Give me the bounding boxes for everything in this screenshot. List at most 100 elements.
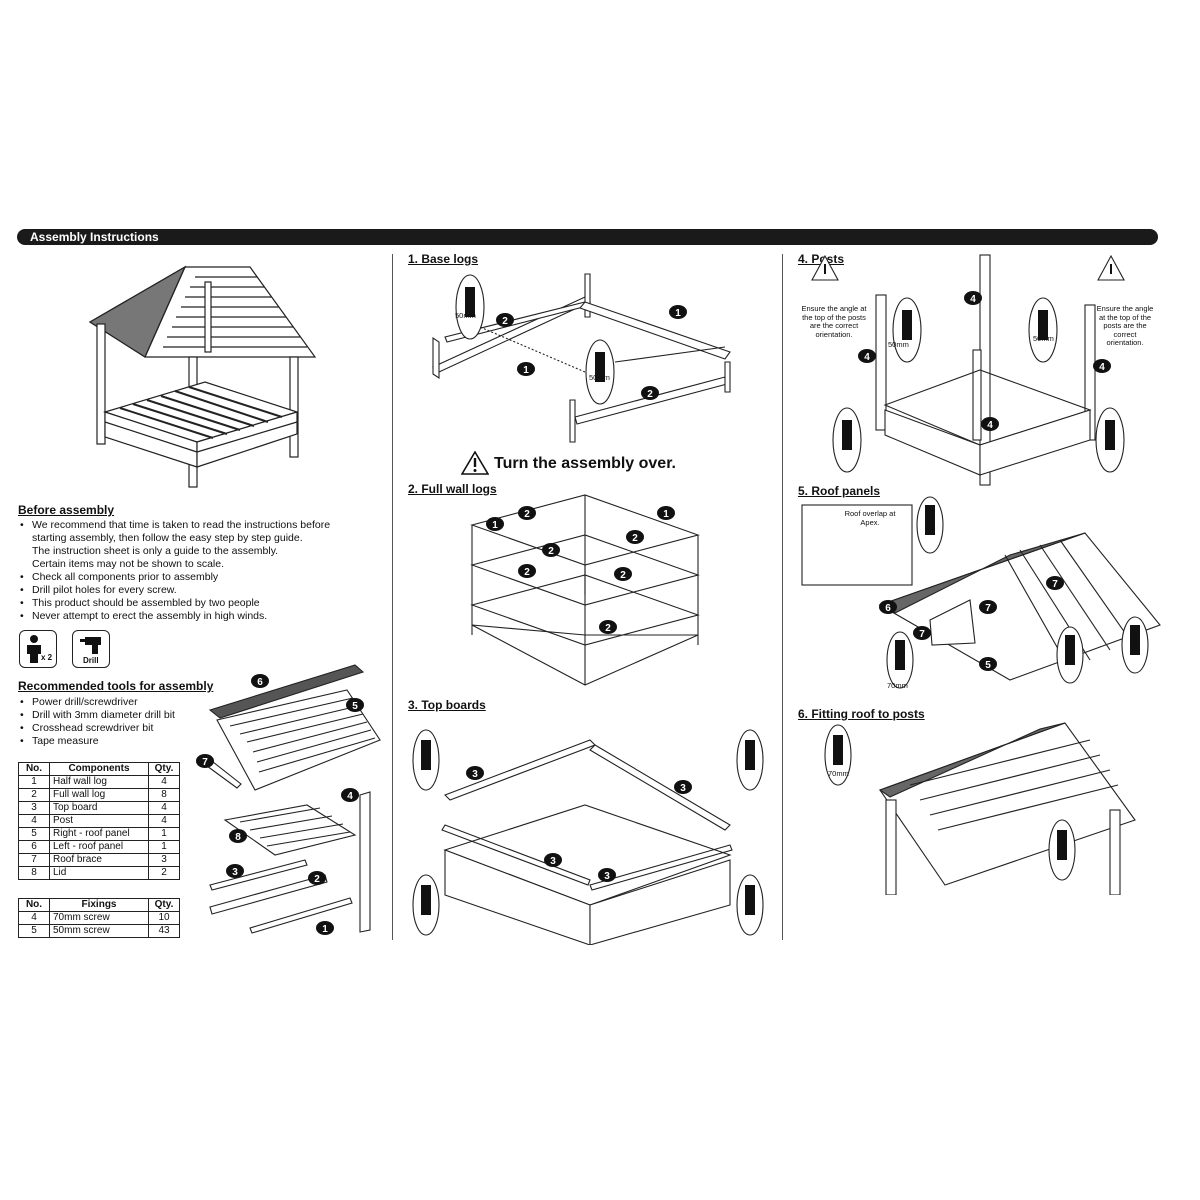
svg-text:2: 2 — [524, 567, 530, 578]
screw-label: 70mm — [828, 769, 849, 778]
svg-text:2: 2 — [620, 570, 626, 581]
step-3-illustration — [412, 729, 764, 945]
drill-label: Drill — [83, 656, 99, 665]
part-marker-2: 2 — [518, 506, 536, 520]
warning-triangle-icon — [461, 451, 489, 475]
svg-text:4: 4 — [347, 791, 353, 802]
step-6-title: 6. Fitting roof to posts — [798, 707, 925, 721]
svg-text:4: 4 — [987, 420, 993, 431]
svg-text:6: 6 — [885, 603, 891, 614]
part-marker-2: 2 — [308, 871, 326, 885]
roof-overlap-note: Roof overlap at Apex. — [844, 509, 896, 527]
svg-text:7: 7 — [985, 603, 991, 614]
part-marker-4: 4 — [858, 349, 876, 363]
part-marker-3: 3 — [598, 868, 616, 882]
step-1-illustration — [431, 273, 731, 443]
svg-text:3: 3 — [232, 867, 238, 878]
part-marker-2: 2 — [626, 530, 644, 544]
part-marker-1: 1 — [669, 305, 687, 319]
part-marker-7: 7 — [979, 600, 997, 614]
list-item: Never attempt to erect the assembly in h… — [18, 610, 378, 623]
svg-text:2: 2 — [314, 874, 320, 885]
svg-text:3: 3 — [604, 871, 610, 882]
part-marker-7: 7 — [1046, 576, 1064, 590]
parts-exploded-illustration — [206, 664, 381, 934]
before-assembly-title: Before assembly — [18, 503, 115, 517]
warning-message: Turn the assembly over. — [494, 455, 676, 472]
svg-text:4: 4 — [864, 352, 870, 363]
column-divider-1 — [392, 254, 393, 940]
part-marker-3: 3 — [226, 864, 244, 878]
list-item: Drill pilot holes for every screw. — [18, 584, 378, 597]
list-item: Crosshead screwdriver bit — [18, 722, 218, 735]
svg-text:1: 1 — [523, 365, 529, 376]
part-marker-6: 6 — [879, 600, 897, 614]
step-5-title: 5. Roof panels — [798, 484, 881, 498]
part-marker-7: 7 — [196, 754, 214, 768]
list-item: Tape measure — [18, 735, 218, 748]
svg-text:7: 7 — [202, 757, 208, 768]
part-marker-1: 1 — [316, 921, 334, 935]
part-marker-2: 2 — [641, 386, 659, 400]
header-bar: Assembly Instructions — [17, 229, 1158, 245]
part-marker-2: 2 — [518, 564, 536, 578]
screw-label: 70mm — [887, 681, 908, 690]
list-item: Check all components prior to assembly — [18, 571, 378, 584]
svg-text:1: 1 — [322, 924, 328, 935]
svg-text:4: 4 — [1099, 362, 1105, 373]
part-marker-4: 4 — [341, 788, 359, 802]
step-5-illustration — [801, 496, 1161, 689]
posts-note-left: Ensure the angle at the top of the posts… — [801, 304, 867, 339]
svg-text:2: 2 — [502, 316, 508, 327]
svg-text:3: 3 — [472, 769, 478, 780]
two-people-icon: x 2 — [19, 630, 57, 668]
part-marker-2: 2 — [599, 620, 617, 634]
step-1-title: 1. Base logs — [408, 252, 479, 266]
svg-text:1: 1 — [675, 308, 681, 319]
svg-text:7: 7 — [1052, 579, 1058, 590]
part-marker-3: 3 — [466, 766, 484, 780]
header-title: Assembly Instructions — [30, 230, 159, 244]
svg-text:2: 2 — [632, 533, 638, 544]
svg-text:7: 7 — [919, 629, 925, 640]
part-marker-2: 2 — [542, 543, 560, 557]
part-marker-2: 2 — [496, 313, 514, 327]
screw-label: 50mm — [1033, 334, 1054, 343]
svg-text:3: 3 — [550, 856, 556, 867]
before-assembly-list: We recommend that time is taken to read … — [18, 519, 378, 623]
svg-text:5: 5 — [352, 701, 358, 712]
step-3-title: 3. Top boards — [408, 698, 486, 712]
part-marker-1: 1 — [657, 506, 675, 520]
table-header-row: No. Components Qty. — [18, 762, 180, 776]
list-item: We recommend that time is taken to read … — [18, 519, 378, 571]
svg-text:1: 1 — [492, 520, 498, 531]
screw-label: 50mm — [888, 340, 909, 349]
list-item: This product should be assembled by two … — [18, 597, 378, 610]
part-marker-3: 3 — [674, 780, 692, 794]
svg-text:3: 3 — [680, 783, 686, 794]
part-marker-5: 5 — [346, 698, 364, 712]
svg-text:2: 2 — [647, 389, 653, 400]
part-marker-3: 3 — [544, 853, 562, 867]
svg-text:2: 2 — [605, 623, 611, 634]
step-2-title: 2. Full wall logs — [408, 482, 497, 496]
step-4-illustration — [811, 254, 1125, 486]
part-marker-8: 8 — [229, 829, 247, 843]
part-marker-4: 4 — [981, 417, 999, 431]
table-header-row: No. Fixings Qty. — [18, 898, 180, 912]
svg-text:8: 8 — [235, 832, 241, 843]
svg-text:4: 4 — [970, 294, 976, 305]
svg-text:5: 5 — [985, 660, 991, 671]
part-marker-2: 2 — [614, 567, 632, 581]
list-item: Power drill/screwdriver — [18, 696, 218, 709]
part-marker-1: 1 — [486, 517, 504, 531]
